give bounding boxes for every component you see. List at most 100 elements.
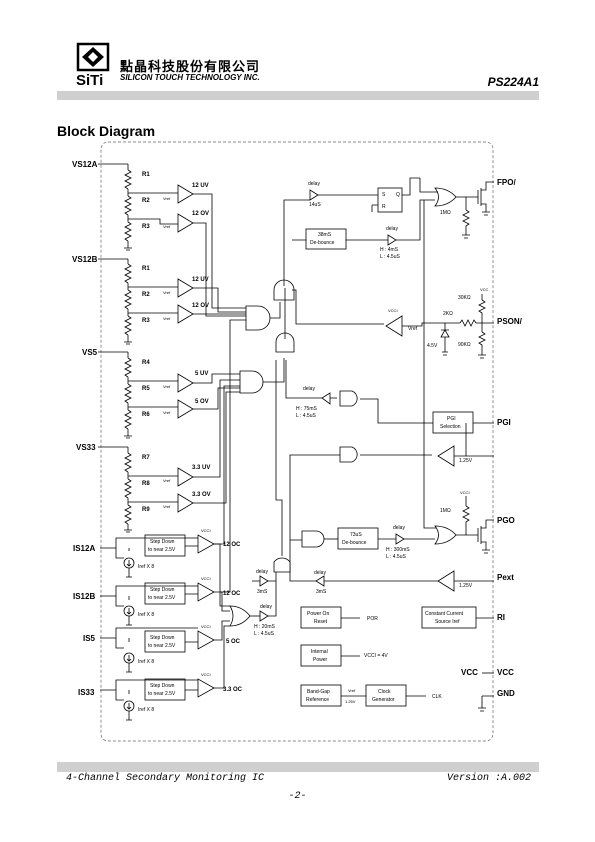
step-down-33: Step Down to near 2.5V bbox=[144, 678, 186, 701]
comparator-33ov: Vref 3.3 OV bbox=[163, 492, 211, 513]
resistor-ladder-12a: R1 R2 R3 bbox=[124, 164, 150, 251]
label-r3b: R3 bbox=[142, 318, 150, 324]
comparator-pson: VCCI Vref bbox=[385, 308, 418, 337]
comparator-5-oc: VCCI 5 OC bbox=[197, 624, 241, 650]
por-label-2: Reset bbox=[314, 619, 328, 625]
delay-14us: delay 14uS bbox=[308, 181, 321, 208]
header-band bbox=[57, 91, 539, 100]
res-1m-label-pgo: 1MΩ bbox=[440, 508, 451, 514]
debounce-73-label: 73uS bbox=[350, 532, 362, 538]
or-gate-fpo bbox=[434, 187, 457, 207]
delay-75ms: delay H : 75mS L : 4.5uS bbox=[296, 386, 331, 419]
zener-diode: 4.5V bbox=[427, 323, 450, 356]
and-gate-pgi bbox=[339, 390, 358, 407]
label-12oc: 12 OC bbox=[223, 542, 241, 548]
pin-is5: IS5 bbox=[83, 634, 96, 643]
pin-is33: IS33 bbox=[78, 688, 95, 697]
vcci-label: VCCI bbox=[201, 576, 211, 581]
label-5ov: 5 OV bbox=[195, 399, 209, 405]
label-12uv-b: 12 UV bbox=[192, 277, 209, 283]
iref-label: Iref X 8 bbox=[138, 612, 154, 618]
vcci-label: VCCI bbox=[201, 672, 211, 677]
comparator-5ov: Vref 5 OV bbox=[163, 399, 209, 419]
iref-label: Iref X 8 bbox=[138, 659, 154, 665]
power-on-reset: Power On Reset bbox=[300, 606, 342, 629]
comparator-33uv: Vref 3.3 UV bbox=[163, 465, 210, 487]
pin-vs12b: VS12B bbox=[72, 255, 98, 264]
pin-pgi: PGI bbox=[497, 418, 511, 427]
clock-generator: Clock Generator bbox=[365, 684, 407, 707]
step-down-label: Step Down bbox=[150, 539, 175, 545]
and-gate-main bbox=[273, 279, 295, 301]
delay-label: delay bbox=[303, 386, 315, 392]
current-source-5: Iref X 8 bbox=[123, 652, 154, 673]
vcci-label: VCCI bbox=[201, 528, 211, 533]
pin-ri: RI bbox=[497, 613, 505, 622]
cc-label-2: Source Iref bbox=[435, 619, 460, 625]
pin-fpo: FPO/ bbox=[497, 178, 516, 187]
pin-vs5: VS5 bbox=[82, 348, 98, 357]
comparator-12b-uv: Vref 12 UV bbox=[163, 277, 209, 298]
vref-label: Vref bbox=[163, 196, 171, 201]
comparator-12ov: Vref 12 OV bbox=[163, 211, 209, 233]
label-r1: R1 bbox=[142, 172, 150, 178]
label-r5: R5 bbox=[142, 386, 150, 392]
step-down-label: Step Down bbox=[150, 635, 175, 641]
vref-label: Vref bbox=[163, 410, 171, 415]
nmos-fpo bbox=[466, 181, 494, 216]
label-r8: R8 bbox=[142, 481, 150, 487]
vref-label-pson: Vref bbox=[408, 326, 418, 332]
step-down-label: Step Down bbox=[150, 683, 175, 689]
debounce-38ms: 38mS De-bounce bbox=[305, 228, 347, 250]
label-r3: R3 bbox=[142, 224, 150, 230]
label-33ov: 3.3 OV bbox=[192, 492, 211, 498]
pin-vcc-in: VCC bbox=[461, 668, 478, 677]
sr-q: Q bbox=[396, 192, 400, 198]
delay-label: delay bbox=[308, 181, 320, 187]
pin-is12a: IS12A bbox=[73, 544, 95, 553]
vcci-label: VCCI bbox=[460, 490, 470, 495]
step-down-label-2: to near 2.5V bbox=[148, 595, 176, 601]
vref-out: Vref bbox=[348, 688, 356, 693]
comparator-33-oc: VCCI 3.3 OC bbox=[197, 672, 243, 698]
vcci-label: VCCI bbox=[201, 624, 211, 629]
l45us-label: L : 4.5uS bbox=[380, 254, 400, 260]
pin-vs33: VS33 bbox=[76, 443, 96, 452]
label-r1b: R1 bbox=[142, 266, 150, 272]
res-2k-label: 2KΩ bbox=[443, 311, 453, 317]
sr-latch: S Q R bbox=[377, 187, 403, 213]
and-gate-12v bbox=[245, 305, 271, 331]
footer-band bbox=[57, 762, 539, 772]
pin-vcc-out: VCC bbox=[497, 668, 514, 677]
comparator-12uv: Vref 12 UV bbox=[163, 183, 209, 204]
page-number: -2- bbox=[288, 791, 307, 802]
t3ms-label: 3mS bbox=[316, 589, 327, 595]
bg-label-2: Reference bbox=[306, 697, 329, 703]
step-down-12b: Step Down to near 2.5V bbox=[144, 582, 186, 605]
vref-label: Vref bbox=[163, 290, 171, 295]
current-source-12a: Iref X 8 bbox=[123, 557, 154, 578]
ip-label-2: Power bbox=[313, 657, 328, 663]
vcci-4v-label: VCCI = 4V bbox=[364, 653, 388, 659]
and-gate-mid bbox=[275, 332, 295, 353]
clk-signal: CLK bbox=[432, 694, 442, 700]
label-12uv: 12 UV bbox=[192, 183, 209, 189]
pin-gnd: GND bbox=[497, 689, 515, 698]
por-signal: POR bbox=[367, 616, 378, 622]
and-gate-oc bbox=[229, 605, 251, 627]
pgi-sel-label-2: Selection bbox=[440, 424, 461, 430]
delay-4ms: delay H : 4mS L : 4.5uS bbox=[380, 226, 400, 260]
label-5uv: 5 UV bbox=[195, 371, 208, 377]
delay-label: delay bbox=[393, 525, 405, 531]
or-gate-pgo bbox=[434, 525, 457, 545]
v125-label: 1.25V bbox=[459, 583, 473, 589]
section-title: Block Diagram bbox=[57, 123, 156, 139]
resistor-ladder-12b: R1 R2 R3 bbox=[124, 259, 150, 345]
res-1m-label: 1MΩ bbox=[440, 210, 451, 216]
step-down-label-2: to near 2.5V bbox=[148, 691, 176, 697]
v125-label: 1.25V bbox=[459, 458, 473, 464]
h4ms-label: H : 4mS bbox=[380, 247, 399, 253]
step-down-label-2: to near 2.5V bbox=[148, 547, 176, 553]
vref-label: Vref bbox=[163, 478, 171, 483]
l45us-label: L : 4.5uS bbox=[254, 631, 274, 637]
